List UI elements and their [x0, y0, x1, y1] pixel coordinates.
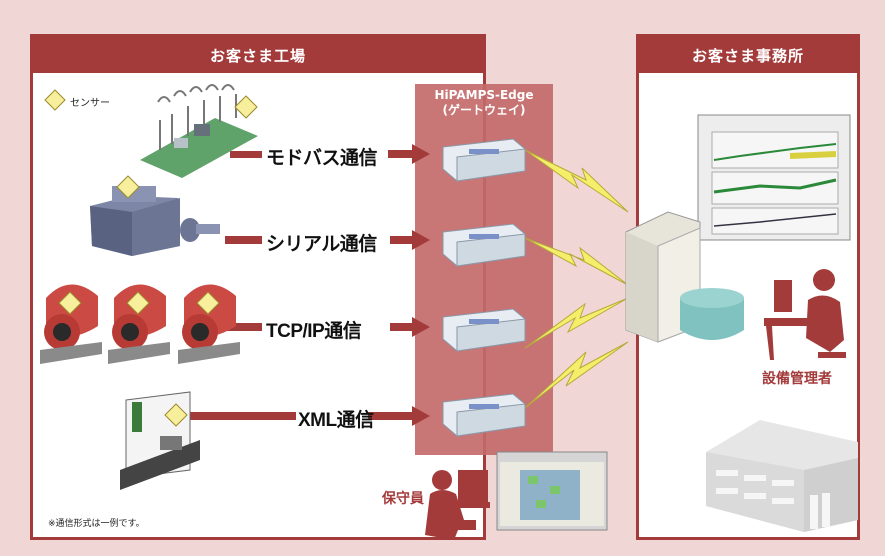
sensor-icon — [234, 95, 258, 119]
protocol-label-serial: シリアル通信 — [266, 234, 377, 255]
lightning-icon — [524, 341, 629, 409]
maintenance-worker-icon — [425, 470, 490, 540]
sensor-icon — [58, 291, 82, 315]
control-room-icon — [120, 391, 200, 490]
arrow-icon — [175, 412, 296, 420]
sensor-legend-label: センサー — [70, 98, 110, 109]
sensor-legend-icon — [44, 89, 66, 111]
sensor-icon — [196, 291, 220, 315]
gateway-title-line1: HiPAMPS-Edge — [434, 88, 534, 102]
gateway-title-line2: (ゲートウェイ) — [442, 103, 526, 117]
footnote: ※通信形式は一例です。 — [48, 519, 145, 529]
protocol-label-tcpip: TCP/IP通信 — [266, 321, 362, 342]
maintenance-screen-icon — [496, 451, 608, 531]
sensor-icon — [116, 175, 140, 199]
office-building-icon — [706, 420, 858, 532]
factory-line-icon — [140, 84, 258, 178]
gateway-device-icon — [442, 223, 526, 267]
arrow-icon — [368, 406, 430, 426]
arrow-icon — [225, 236, 262, 244]
sensor-icon — [126, 291, 150, 315]
wireless-links — [524, 149, 629, 409]
facility-manager-icon — [764, 269, 846, 360]
factory-panel: お客さま工場 — [30, 34, 486, 540]
gateway-device-icon — [442, 308, 526, 352]
gateway-device-icon — [442, 393, 526, 437]
office-panel-title: お客さま事務所 — [639, 37, 857, 73]
facility-manager-role-label: 設備管理者 — [762, 371, 832, 387]
gateway-title: HiPAMPS-Edge (ゲートウェイ) — [415, 88, 553, 118]
lightning-icon — [524, 237, 629, 286]
arrow-icon — [388, 144, 430, 164]
protocol-label-xml: XML通信 — [298, 410, 374, 431]
lightning-icon — [524, 149, 629, 213]
monitoring-screen-icon — [697, 114, 851, 241]
protocol-label-modbus: モドバス通信 — [266, 148, 378, 169]
motor-icon — [90, 186, 220, 256]
arrow-icon — [390, 230, 430, 250]
gateway-devices — [442, 138, 526, 437]
maintenance-role-label: 保守員 — [382, 491, 424, 507]
gateway-device-icon — [442, 138, 526, 182]
lightning-icon — [524, 297, 629, 349]
arrow-icon — [230, 151, 262, 158]
sensor-icon — [164, 403, 188, 427]
factory-panel-title: お客さま工場 — [33, 37, 483, 73]
database-icon — [680, 288, 744, 340]
arrow-icon — [390, 317, 430, 337]
